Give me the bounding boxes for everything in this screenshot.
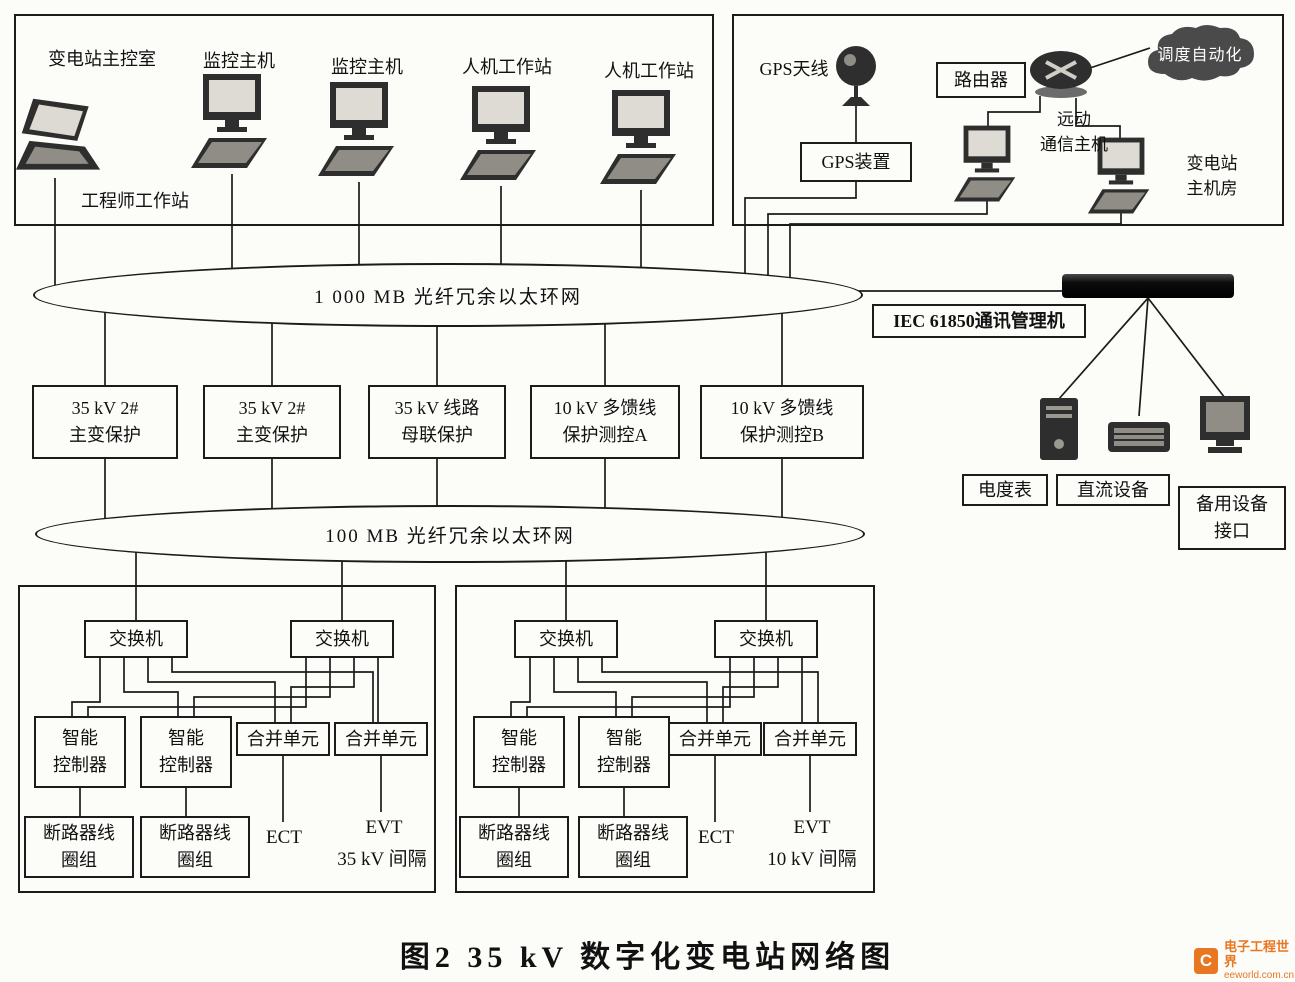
intelligent-controller-label: 智能 控制器: [597, 728, 651, 775]
dispatch-automation-label: 调度自动化: [1157, 47, 1243, 64]
switch-box: 交换机: [714, 620, 818, 658]
router-icon: [1028, 48, 1094, 105]
iec-manager-label-box: IEC 61850通讯管理机: [872, 304, 1086, 338]
router-label-box: 路由器: [936, 62, 1026, 98]
merging-unit-label: 合并单元: [247, 728, 319, 749]
intelligent-controller-box: 智能 控制器: [473, 716, 565, 788]
breaker-coil-label: 断路器线 圈组: [597, 823, 669, 870]
switch-box: 交换机: [514, 620, 618, 658]
gps-antenna-label: GPS天线: [759, 59, 829, 79]
intelligent-controller-box: 智能 控制器: [140, 716, 232, 788]
protection-box-1: 35 kV 2# 主变保护: [32, 385, 178, 459]
protection-box-1-label: 35 kV 2# 主变保护: [69, 398, 141, 445]
spare-device-icon: [1196, 394, 1254, 463]
breaker-coil-label: 断路器线 圈组: [43, 823, 115, 870]
intelligent-controller-box: 智能 控制器: [34, 716, 126, 788]
desktop-computer-icon: [316, 80, 402, 189]
desktop-computer-icon: [458, 84, 544, 193]
iec-manager-device-icon: [1062, 274, 1234, 298]
dc-equipment-icon: [1106, 414, 1172, 465]
switch-label: 交换机: [315, 628, 369, 649]
dc-equipment-label-box: 直流设备: [1056, 474, 1170, 506]
breaker-coil-box: 断路器线 圈组: [578, 816, 688, 878]
ect-label: ECT: [698, 827, 734, 848]
breaker-coil-box: 断路器线 圈组: [140, 816, 250, 878]
iec-manager-label: IEC 61850通讯管理机: [893, 310, 1065, 331]
switch-label: 交换机: [739, 628, 793, 649]
control-room-title: 变电站主控室: [48, 49, 156, 69]
laptop-icon: [16, 96, 104, 185]
intelligent-controller-label: 智能 控制器: [159, 728, 213, 775]
intelligent-controller-label: 智能 控制器: [53, 728, 107, 775]
ect-label: ECT: [266, 827, 302, 848]
bay-10kv-frame: [455, 585, 875, 893]
dc-equipment-label: 直流设备: [1077, 479, 1149, 500]
monitor-host-1-label: 监控主机: [203, 51, 275, 71]
protection-box-5-label: 10 kV 多馈线 保护测控B: [730, 398, 834, 445]
intelligent-controller-box: 智能 控制器: [578, 716, 670, 788]
merging-unit-box: 合并单元: [334, 722, 428, 756]
ring-100mb-label: 100 MB 光纤冗余以太环网: [325, 525, 575, 547]
control-room-frame: [14, 14, 714, 226]
merging-unit-box: 合并单元: [763, 722, 857, 756]
dispatch-cloud-icon: [1140, 24, 1260, 91]
protection-box-2: 35 kV 2# 主变保护: [203, 385, 341, 459]
host-room-label: 变电站 主机房: [1186, 154, 1238, 198]
remote-comm-host-label: 远动 通信主机: [1040, 110, 1108, 154]
figure-caption: 图2 35 kV 数字化变电站网络图: [399, 941, 896, 974]
ring-1000mb: 1 000 MB 光纤冗余以太环网: [33, 263, 863, 327]
desktop-computer-icon: [598, 88, 684, 197]
remote-comm-host-icon: [952, 124, 1022, 213]
engineer-workstation-label: 工程师工作站: [81, 191, 189, 211]
merging-unit-label: 合并单元: [345, 728, 417, 749]
protection-box-4: 10 kV 多馈线 保护测控A: [530, 385, 680, 459]
ring-100mb: 100 MB 光纤冗余以太环网: [35, 505, 865, 563]
spare-interface-label-box: 备用设备 接口: [1178, 486, 1286, 550]
ring-1000mb-label: 1 000 MB 光纤冗余以太环网: [314, 286, 582, 308]
bay-35kv-label: 35 kV 间隔: [337, 849, 427, 870]
watermark-url: eeworld.com.cn: [1224, 969, 1295, 981]
merging-unit-box: 合并单元: [236, 722, 330, 756]
switch-box: 交换机: [290, 620, 394, 658]
router-label: 路由器: [954, 69, 1008, 90]
gps-antenna-icon: [828, 44, 884, 113]
watermark-logo-icon: C: [1194, 947, 1218, 974]
evt-label: EVT: [365, 817, 403, 838]
breaker-coil-box: 断路器线 圈组: [459, 816, 569, 878]
meter-device-icon: [1036, 396, 1082, 469]
gps-device-box: GPS装置: [800, 142, 912, 182]
intelligent-controller-label: 智能 控制器: [492, 728, 546, 775]
breaker-coil-label: 断路器线 圈组: [159, 823, 231, 870]
spare-interface-label: 备用设备 接口: [1196, 494, 1268, 541]
monitor-host-2-label: 监控主机: [331, 57, 403, 77]
desktop-computer-icon: [189, 72, 275, 181]
meter-label-box: 电度表: [962, 474, 1048, 506]
bay-10kv-label: 10 kV 间隔: [767, 849, 857, 870]
switch-label: 交换机: [539, 628, 593, 649]
evt-label: EVT: [793, 817, 831, 838]
remote-section-frame: [732, 14, 1284, 226]
hmi-workstation-2-label: 人机工作站: [604, 61, 694, 81]
switch-box: 交换机: [84, 620, 188, 658]
host-room-computer-icon: [1086, 136, 1156, 225]
protection-box-2-label: 35 kV 2# 主变保护: [236, 398, 308, 445]
watermark: C 电子工程世界 eeworld.com.cn: [1194, 939, 1295, 981]
protection-box-3-label: 35 kV 线路 母联保护: [394, 398, 480, 445]
protection-box-5: 10 kV 多馈线 保护测控B: [700, 385, 864, 459]
meter-label: 电度表: [978, 479, 1032, 500]
protection-box-3: 35 kV 线路 母联保护: [368, 385, 506, 459]
hmi-workstation-1-label: 人机工作站: [462, 57, 552, 77]
switch-label: 交换机: [109, 628, 163, 649]
merging-unit-label: 合并单元: [774, 728, 846, 749]
merging-unit-box: 合并单元: [668, 722, 762, 756]
gps-device-label: GPS装置: [821, 151, 891, 172]
protection-box-4-label: 10 kV 多馈线 保护测控A: [553, 398, 657, 445]
breaker-coil-label: 断路器线 圈组: [478, 823, 550, 870]
breaker-coil-box: 断路器线 圈组: [24, 816, 134, 878]
watermark-brand: 电子工程世界: [1224, 939, 1290, 969]
merging-unit-label: 合并单元: [679, 728, 751, 749]
bay-35kv-frame: [18, 585, 436, 893]
